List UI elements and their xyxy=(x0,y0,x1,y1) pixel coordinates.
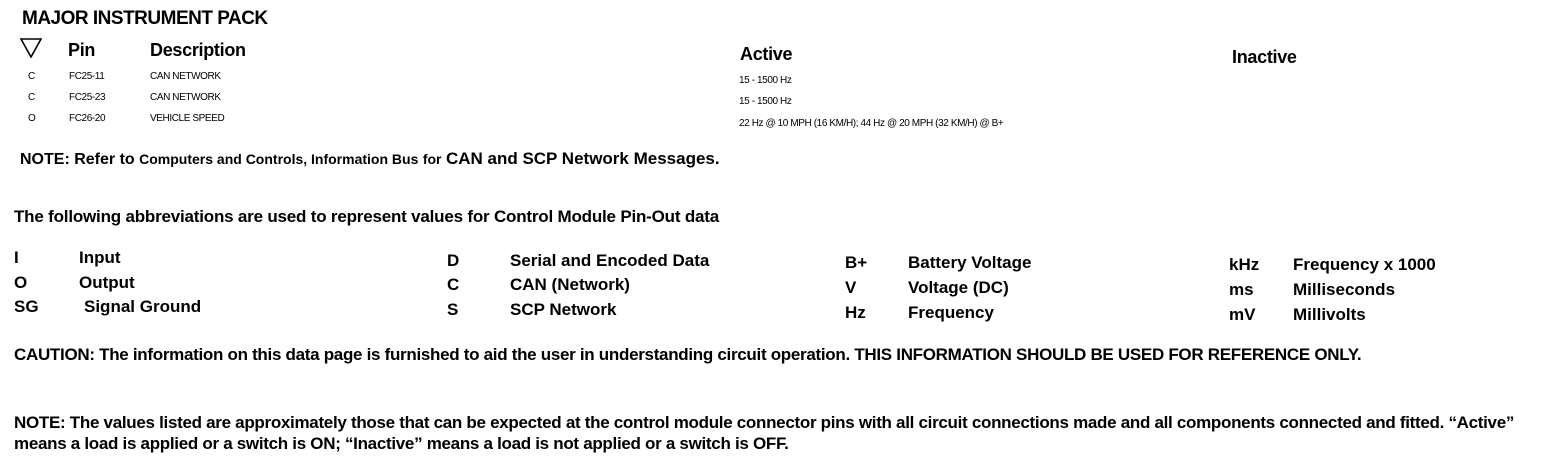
abbr-meaning: Frequency xyxy=(908,303,994,322)
network-note-tail: CAN and SCP Network Messages. xyxy=(445,149,720,168)
row-pin: FC25-11 xyxy=(69,71,105,82)
network-note-for: for xyxy=(422,151,442,167)
row-description: CAN NETWORK xyxy=(150,71,221,82)
row-pin: FC25-23 xyxy=(69,92,106,103)
row-active: 15 - 1500 Hz xyxy=(739,96,792,107)
abbr-code: kHz xyxy=(1229,255,1260,274)
abbr-meaning: Output xyxy=(79,273,135,292)
abbr-code: V xyxy=(845,278,857,297)
network-note: NOTE: Refer to Computers and Controls, I… xyxy=(20,149,720,169)
abbr-meaning: Signal Ground xyxy=(84,297,202,316)
page-title: MAJOR INSTRUMENT PACK xyxy=(22,8,268,29)
abbr-code: C xyxy=(447,275,460,294)
abbr-meaning: CAN (Network) xyxy=(510,275,630,294)
abbr-code: I xyxy=(14,248,19,267)
row-description: VEHICLE SPEED xyxy=(150,113,225,124)
abbr-code: mV xyxy=(1229,305,1256,324)
row-type: O xyxy=(28,113,36,124)
row-type: C xyxy=(28,71,35,82)
abbr-meaning: Serial and Encoded Data xyxy=(510,251,710,270)
abbr-meaning: Millivolts xyxy=(1293,305,1366,324)
abbr-meaning: Voltage (DC) xyxy=(908,278,1009,297)
abbr-meaning: SCP Network xyxy=(510,300,617,319)
abbreviations-intro: The following abbreviations are used to … xyxy=(14,207,719,226)
abbr-code: Hz xyxy=(845,303,866,322)
column-header-description: Description xyxy=(150,40,246,60)
abbr-code: SG xyxy=(14,297,39,316)
abbr-code: S xyxy=(447,300,459,319)
row-type: C xyxy=(28,92,35,103)
network-note-lead: NOTE: Refer to xyxy=(20,151,135,168)
abbr-meaning: Frequency x 1000 xyxy=(1293,255,1436,274)
row-pin: FC26-20 xyxy=(69,113,106,124)
abbr-meaning: Input xyxy=(79,248,121,267)
abbr-code: B+ xyxy=(845,253,868,272)
column-header-active: Active xyxy=(740,44,793,64)
network-note-reference: Computers and Controls, Information Bus xyxy=(139,151,419,167)
abbr-meaning: Battery Voltage xyxy=(908,253,1032,272)
triangle-icon xyxy=(20,38,42,58)
row-description: CAN NETWORK xyxy=(150,92,221,103)
caution-text: CAUTION: The information on this data pa… xyxy=(14,345,1362,364)
abbr-code: O xyxy=(14,273,28,292)
row-active: 15 - 1500 Hz xyxy=(739,75,792,86)
column-header-inactive: Inactive xyxy=(1232,47,1297,67)
values-note: NOTE: The values listed are approximatel… xyxy=(14,413,1515,453)
row-active: 22 Hz @ 10 MPH (16 KM/H); 44 Hz @ 20 MPH… xyxy=(739,118,1004,129)
abbr-code: D xyxy=(447,251,460,270)
column-header-pin: Pin xyxy=(68,40,96,60)
abbr-code: ms xyxy=(1229,280,1254,299)
abbr-meaning: Milliseconds xyxy=(1293,280,1396,299)
